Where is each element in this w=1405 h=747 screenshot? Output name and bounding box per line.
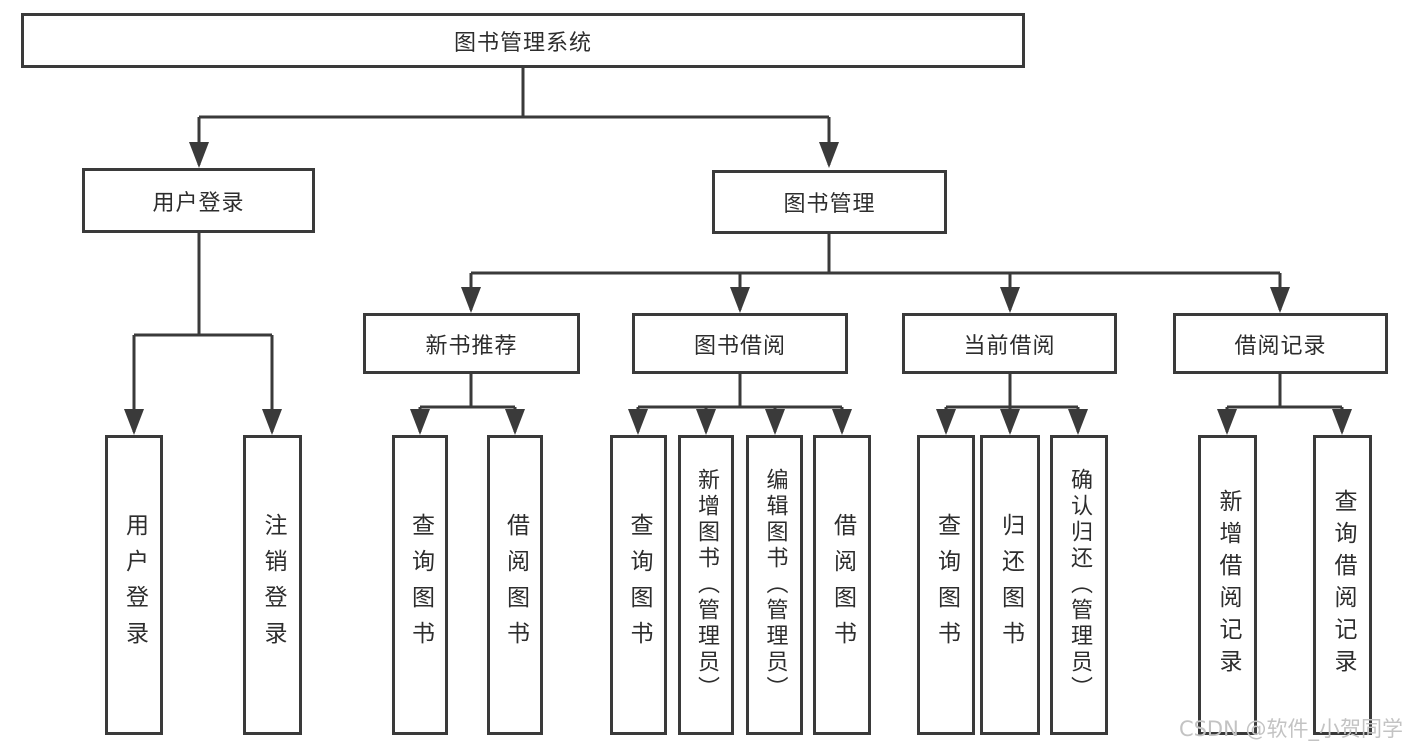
leaf-add-book-admin: 新增图书（管理员） [678, 435, 734, 735]
arrowhead [461, 287, 481, 313]
leaf-add-borrow-record: 新增借阅记录 [1198, 435, 1257, 735]
arrowhead [1068, 409, 1088, 435]
arrowhead [832, 409, 852, 435]
node-book-borrow: 图书借阅 [632, 313, 848, 374]
arrowhead [1270, 287, 1290, 313]
leaf-query-books-borrow: 查询图书 [610, 435, 667, 735]
leaf-user-login: 用户登录 [105, 435, 163, 735]
arrowhead [1000, 409, 1020, 435]
arrowhead [505, 409, 525, 435]
node-new-book-recommend: 新书推荐 [363, 313, 580, 374]
node-root: 图书管理系统 [21, 13, 1025, 68]
arrowhead [1217, 409, 1237, 435]
node-current-borrow: 当前借阅 [902, 313, 1117, 374]
arrowhead [410, 409, 430, 435]
leaf-borrow-books-recommend: 借阅图书 [487, 435, 543, 735]
node-user-login: 用户登录 [82, 168, 315, 233]
arrowhead [628, 409, 648, 435]
arrowhead [1000, 287, 1020, 313]
arrowhead [730, 287, 750, 313]
leaf-return-book: 归还图书 [980, 435, 1040, 735]
leaf-query-books-current: 查询图书 [917, 435, 975, 735]
tree-connector-path [132, 68, 1344, 432]
node-borrow-records: 借阅记录 [1173, 313, 1388, 374]
arrowhead [765, 409, 785, 435]
csdn-watermark: CSDN @软件_小贺同学 [1178, 717, 1403, 741]
leaf-query-books-recommend: 查询图书 [392, 435, 448, 735]
leaf-query-borrow-record: 查询借阅记录 [1313, 435, 1372, 735]
arrowhead [696, 409, 716, 435]
arrowhead [819, 142, 839, 168]
leaf-logout: 注销登录 [243, 435, 302, 735]
arrowhead [189, 142, 209, 168]
arrowhead [124, 409, 144, 435]
leaf-confirm-return-admin: 确认归还（管理员） [1050, 435, 1108, 735]
leaf-edit-book-admin: 编辑图书（管理员） [746, 435, 803, 735]
node-book-management: 图书管理 [712, 170, 947, 234]
arrowhead [936, 409, 956, 435]
arrowhead [262, 409, 282, 435]
leaf-borrow-books: 借阅图书 [813, 435, 871, 735]
arrowhead [1332, 409, 1352, 435]
